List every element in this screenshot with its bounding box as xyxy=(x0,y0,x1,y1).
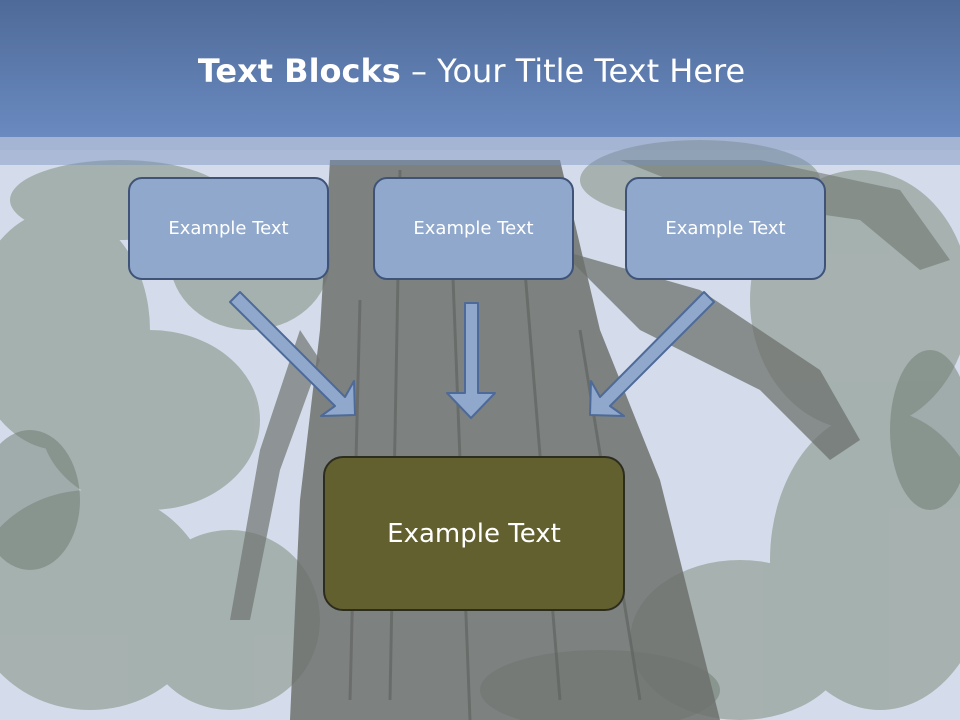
text-block-left: Example Text xyxy=(128,177,329,280)
text-block-middle-label: Example Text xyxy=(413,218,534,239)
slide-title-separator: – xyxy=(400,52,438,90)
text-block-right: Example Text xyxy=(625,177,826,280)
center-text-block: Example Text xyxy=(323,456,625,611)
slide-title-rest: Your Title Text Here xyxy=(437,52,746,90)
text-block-left-label: Example Text xyxy=(168,218,289,239)
text-block-middle: Example Text xyxy=(373,177,574,280)
title-bar xyxy=(0,0,960,137)
title-bar-strip xyxy=(0,137,960,165)
slide-title-bold: Text Blocks xyxy=(197,52,401,90)
center-text-block-label: Example Text xyxy=(387,518,561,549)
slide-title: Text Blocks – Your Title Text Here xyxy=(0,52,943,90)
text-block-right-label: Example Text xyxy=(665,218,786,239)
